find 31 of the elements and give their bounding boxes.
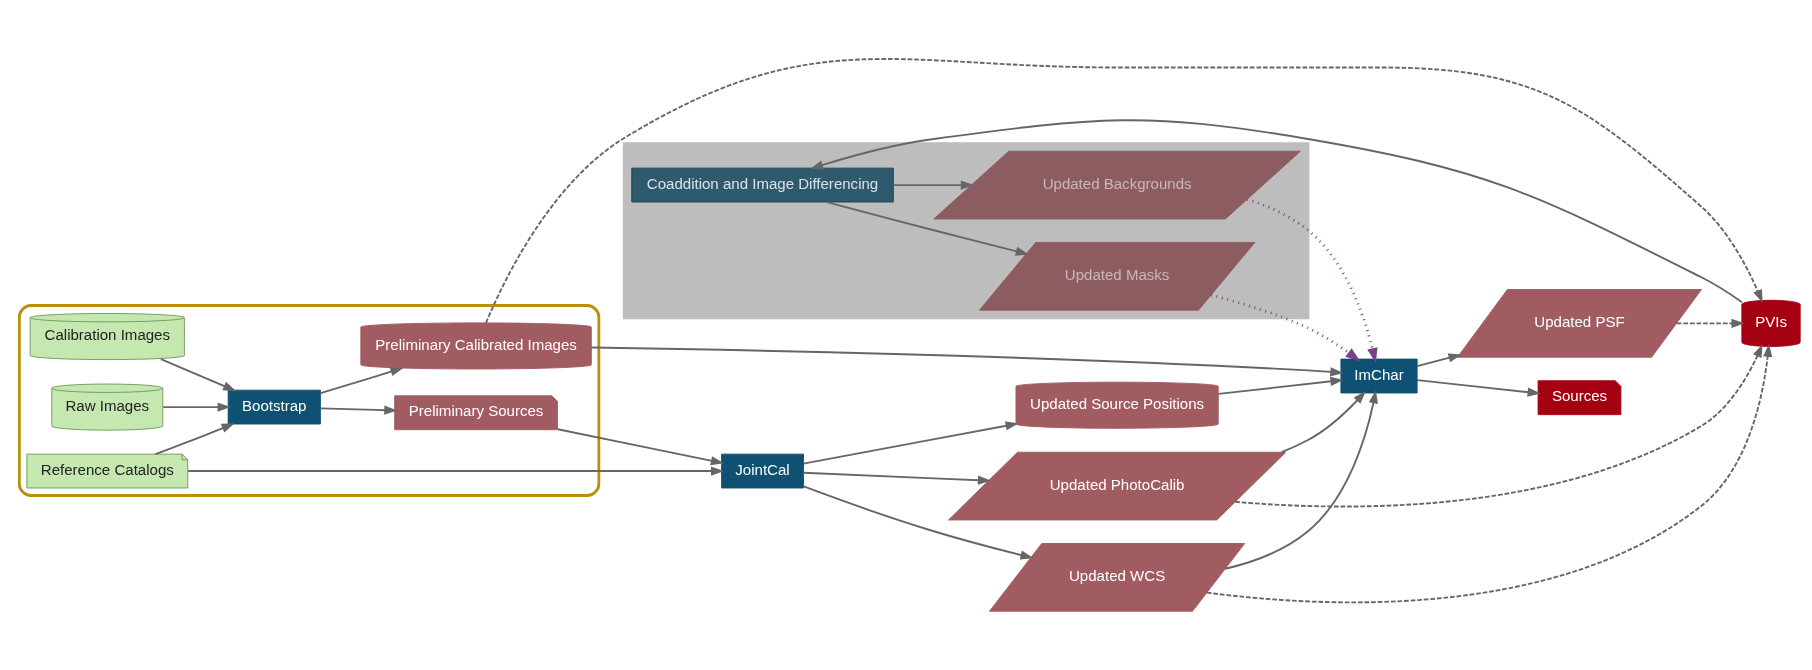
arrow	[1416, 353, 1462, 368]
arrow	[590, 346, 1344, 377]
node-box: JointCal	[721, 453, 804, 489]
cluster	[17, 304, 601, 497]
arrow	[802, 485, 1034, 560]
arrow	[802, 421, 1019, 465]
arrow	[154, 423, 235, 455]
arrow	[319, 405, 398, 415]
arrow	[1234, 343, 1763, 508]
arrow	[162, 402, 231, 412]
arrow	[825, 201, 1029, 256]
node-box: Coaddition and Image Differencing	[631, 167, 894, 203]
arrow	[1224, 390, 1378, 570]
arrow	[892, 180, 974, 190]
arrow	[1206, 343, 1773, 604]
arrow	[809, 119, 1743, 304]
arrow	[485, 58, 1763, 324]
cluster	[622, 142, 1310, 320]
node-box: Bootstrap	[227, 389, 321, 425]
arrow	[802, 471, 992, 485]
arrow	[556, 428, 725, 466]
arrow	[187, 466, 725, 476]
node-box: ImChar	[1340, 358, 1418, 394]
arrow	[160, 358, 237, 392]
arrow	[319, 367, 404, 395]
arrow	[1246, 198, 1378, 364]
arrow	[1210, 293, 1361, 362]
arrow	[1280, 390, 1366, 454]
arrow	[1675, 318, 1745, 328]
arrow	[1217, 376, 1344, 395]
arrow	[1416, 379, 1541, 397]
